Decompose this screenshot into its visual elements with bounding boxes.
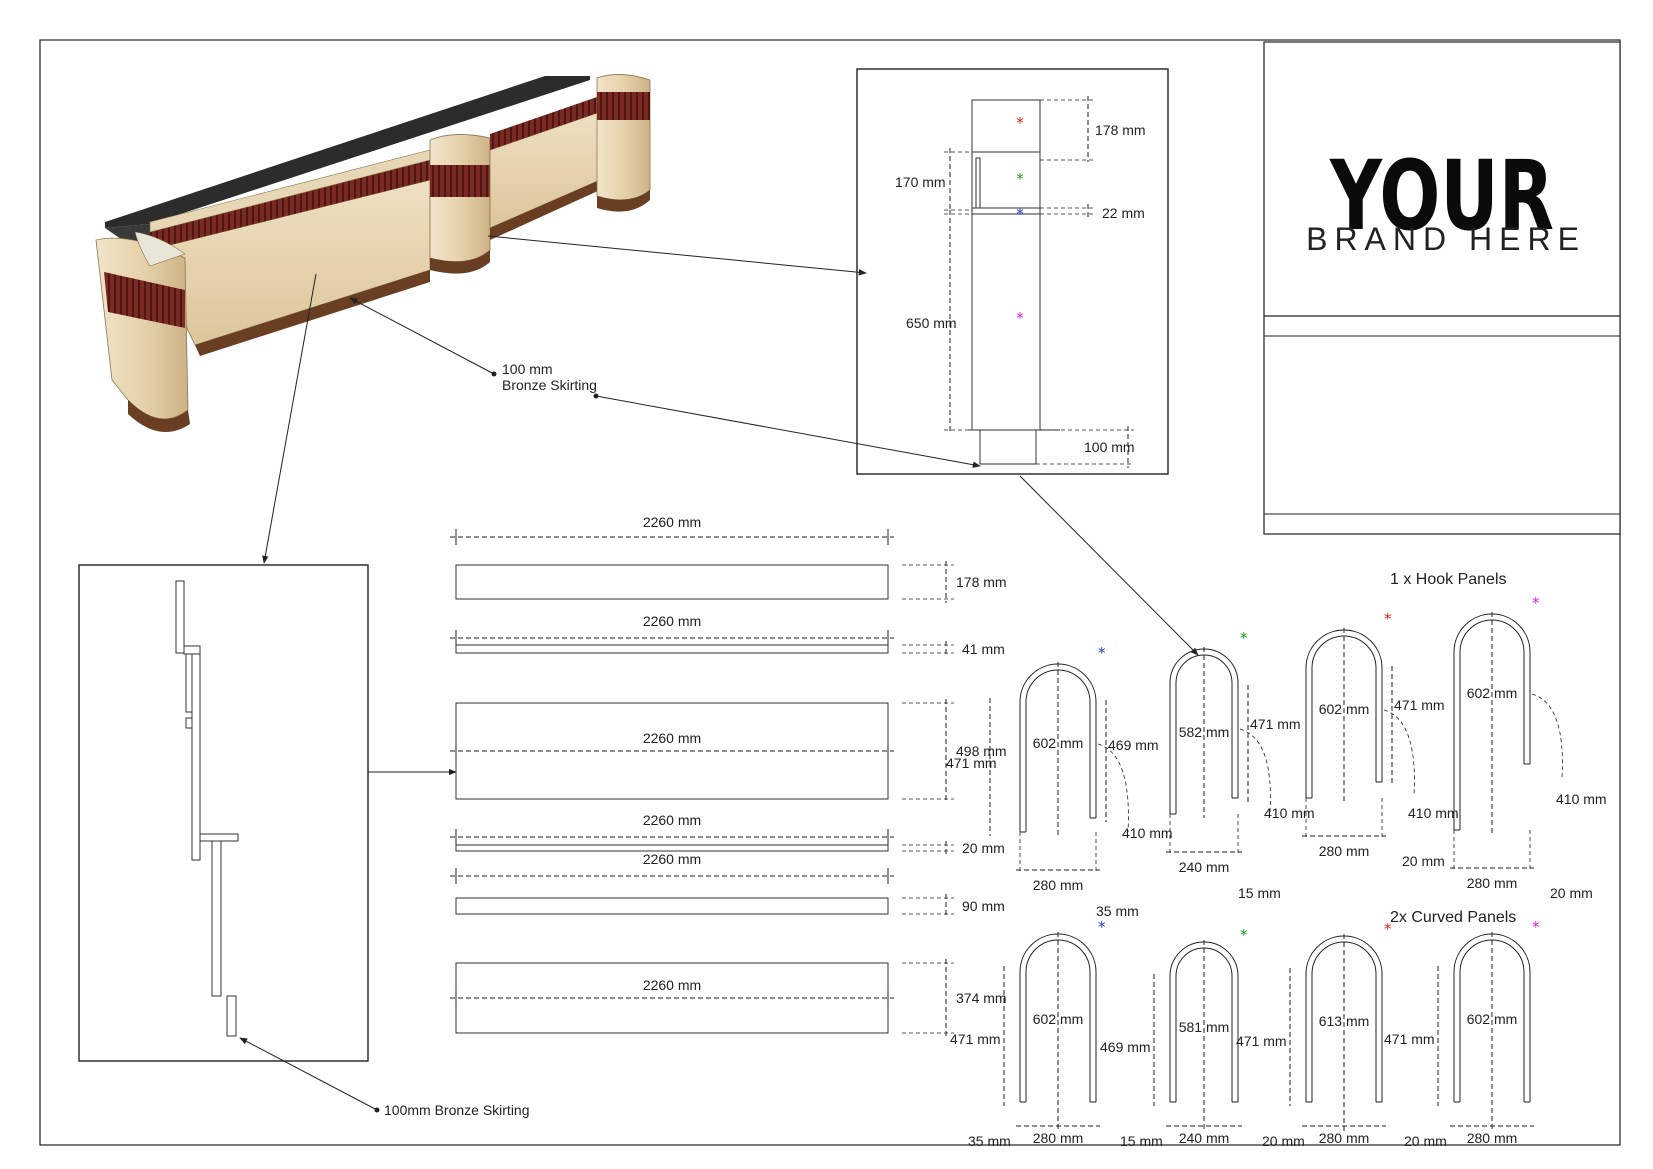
- strip-panel: 2260 mm 374 mm: [450, 959, 1007, 1037]
- panel-height-label: 602 mm: [1467, 685, 1518, 701]
- panel-hook-label: 410 mm: [1408, 805, 1459, 821]
- panel-width-label: 280 mm: [1033, 1130, 1084, 1146]
- panel-gap-label: 35 mm: [968, 1133, 1011, 1149]
- panel-hook-label: 410 mm: [1264, 805, 1315, 821]
- strip-length-label: 2260 mm: [643, 730, 701, 746]
- panel-width-label: 280 mm: [1319, 843, 1370, 859]
- strip-panel: 2260 mm 498 mm: [450, 699, 1007, 803]
- panel-height-label: 613 mm: [1319, 1013, 1370, 1029]
- hook-panel: * 602 mm 280 mm 410 mm 20 mm: [1450, 594, 1607, 901]
- panel-height-label: 602 mm: [1033, 735, 1084, 751]
- panel-width-label: 240 mm: [1179, 1130, 1230, 1146]
- section-star-blue: *: [1016, 205, 1024, 223]
- panel-gap-label: 15 mm: [1120, 1133, 1163, 1149]
- panel-left-label: 471 mm: [1236, 1033, 1287, 1049]
- strip-height-label: 20 mm: [962, 840, 1005, 856]
- panel-height-label: 581 mm: [1179, 1019, 1230, 1035]
- strip-height-label: 374 mm: [956, 990, 1007, 1006]
- panel-height-label: 602 mm: [1033, 1011, 1084, 1027]
- panel-side-label: 471 mm: [1250, 716, 1301, 732]
- panel-width-label: 240 mm: [1179, 859, 1230, 875]
- panel-star: *: [1240, 629, 1248, 647]
- hook-panel: * 602 mm 280 mm 471 mm 410 mm 20 mm: [1302, 610, 1459, 869]
- panel-star: *: [1098, 918, 1106, 936]
- strip-panel: 2260 mm 178 mm: [450, 514, 1007, 603]
- curved-panels-title: 2x Curved Panels: [1390, 909, 1516, 926]
- panel-star: *: [1532, 918, 1540, 936]
- panel-height-label: 602 mm: [1319, 701, 1370, 717]
- panel-width-label: 280 mm: [1467, 875, 1518, 891]
- callout-skirting-top-2: Bronze Skirting: [502, 377, 597, 393]
- section-dim-100: 100 mm: [1084, 439, 1135, 455]
- section-view: * * * * 178 mm 170 mm 22 mm 650 mm 100 m…: [856, 68, 1169, 475]
- brand-logo-main: YOUR: [1329, 140, 1554, 252]
- side-profile-view: [78, 564, 369, 1062]
- callout-skirting-bottom: 100mm Bronze Skirting: [384, 1102, 530, 1118]
- panel-left-label: 471 mm: [946, 755, 997, 771]
- section-star-red: *: [1016, 114, 1024, 132]
- hook-panels: * 602 mm 280 mm 469 mm 471 mm 410 mm 35 mm * 582…: [946, 594, 1607, 919]
- hook-panel: * 602 mm 280 mm 469 mm 471 mm 410 mm 35 mm: [946, 644, 1173, 919]
- section-dim-178: 178 mm: [1095, 122, 1146, 138]
- panel-left-label: 471 mm: [1384, 1031, 1435, 1047]
- panel-gap-label: 20 mm: [1550, 885, 1593, 901]
- panel-height-label: 602 mm: [1467, 1011, 1518, 1027]
- panel-star: *: [1532, 594, 1540, 612]
- leader-lines: [239, 235, 1199, 1113]
- strip-panel: 2260 mm 90 mm: [450, 851, 1005, 918]
- panel-gap-label: 15 mm: [1238, 885, 1281, 901]
- title-block: YOUR BRAND HERE: [1263, 41, 1621, 535]
- strip-panel: 2260 mm 20 mm: [450, 812, 1005, 856]
- panel-star: *: [1384, 920, 1392, 938]
- hook-panels-title: 1 x Hook Panels: [1390, 571, 1507, 588]
- curved-panel: * 613 mm 471 mm 280 mm 20 mm: [1236, 920, 1392, 1149]
- curved-panel: * 602 mm 471 mm 280 mm 20 mm: [1384, 918, 1540, 1149]
- panel-hook-label: 410 mm: [1556, 791, 1607, 807]
- strip-length-label: 2260 mm: [643, 514, 701, 530]
- panel-left-label: 471 mm: [950, 1031, 1001, 1047]
- panel-star: *: [1384, 610, 1392, 628]
- panel-side-label: 469 mm: [1108, 737, 1159, 753]
- curved-panels: * 602 mm 471 mm 280 mm 35 mm * 581 mm 469 mm 240…: [950, 918, 1540, 1149]
- panel-gap-label: 20 mm: [1262, 1133, 1305, 1149]
- panel-gap-label: 20 mm: [1404, 1133, 1447, 1149]
- curved-panel: * 581 mm 469 mm 240 mm 15 mm: [1100, 926, 1248, 1149]
- panel-star: *: [1240, 926, 1248, 944]
- section-star-green: *: [1016, 170, 1024, 188]
- strip-height-label: 90 mm: [962, 898, 1005, 914]
- panel-star: *: [1098, 644, 1106, 662]
- strip-length-label: 2260 mm: [643, 613, 701, 629]
- section-dim-650: 650 mm: [906, 315, 957, 331]
- strip-length-label: 2260 mm: [643, 977, 701, 993]
- panel-height-label: 582 mm: [1179, 724, 1230, 740]
- strip-height-label: 178 mm: [956, 574, 1007, 590]
- counter-render: [95, 74, 651, 432]
- strip-height-label: 41 mm: [962, 641, 1005, 657]
- panel-width-label: 280 mm: [1467, 1130, 1518, 1146]
- strip-length-label: 2260 mm: [643, 851, 701, 867]
- brand-logo-sub: BRAND HERE: [1306, 221, 1586, 257]
- section-dim-22: 22 mm: [1102, 205, 1145, 221]
- panel-width-label: 280 mm: [1033, 877, 1084, 893]
- panel-left-label: 469 mm: [1100, 1039, 1151, 1055]
- panel-width-label: 280 mm: [1319, 1130, 1370, 1146]
- strip-length-label: 2260 mm: [643, 812, 701, 828]
- panel-gap-label: 20 mm: [1402, 853, 1445, 869]
- page-border: [39, 39, 1621, 1146]
- panel-gap-label: 35 mm: [1096, 903, 1139, 919]
- strip-panel: 2260 mm 41 mm: [450, 613, 1005, 657]
- panel-side-label: 471 mm: [1394, 697, 1445, 713]
- callout-skirting-top-1: 100 mm: [502, 361, 553, 377]
- section-star-magenta: *: [1016, 309, 1024, 327]
- panel-hook-label: 410 mm: [1122, 825, 1173, 841]
- curved-panel: * 602 mm 471 mm 280 mm 35 mm: [950, 918, 1106, 1149]
- section-dim-170: 170 mm: [895, 174, 946, 190]
- strip-height-label: 498 mm: [956, 743, 1007, 759]
- hook-panel: * 582 mm 240 mm 471 mm 410 mm 15 mm: [1166, 629, 1315, 901]
